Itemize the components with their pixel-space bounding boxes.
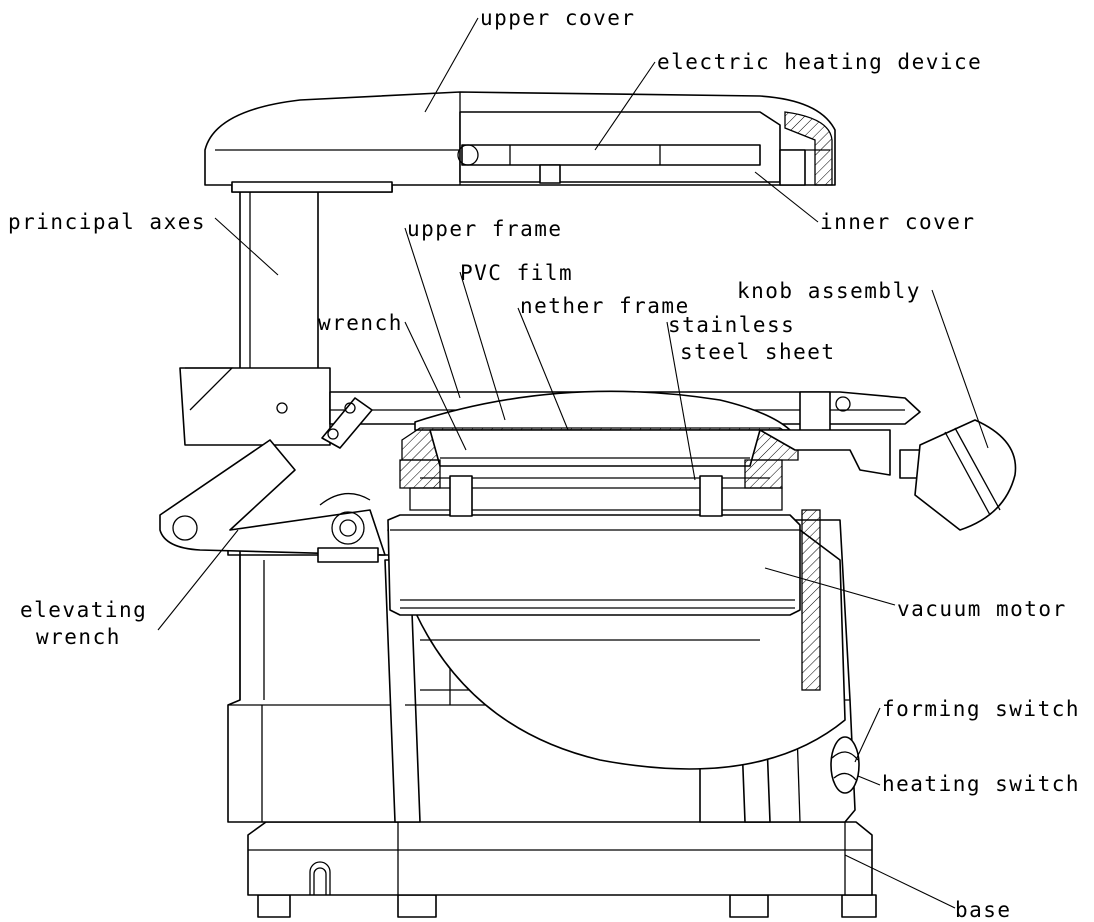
label-forming-switch: forming switch — [882, 697, 1080, 721]
label-upper-cover: upper cover — [480, 6, 636, 30]
label-wrench: wrench — [318, 311, 403, 335]
leader-heating-switch — [857, 775, 881, 786]
label-electric-heating-device: electric heating device — [657, 50, 982, 74]
switches-part — [830, 736, 860, 794]
vacuum-motor-part — [387, 514, 801, 616]
label-knob-assembly: knob assembly — [737, 279, 921, 303]
leader-principal-axes — [214, 217, 279, 276]
label-elevating-wrench: wrench — [36, 625, 121, 649]
label-inner-cover: inner cover — [820, 210, 976, 234]
leader-electric-heating — [594, 61, 656, 151]
leader-elevating-wrench — [157, 529, 239, 631]
label-pvc-film: PVC film — [460, 261, 573, 285]
leader-inner-cover — [754, 171, 819, 223]
labels: upper cover electric heating device inne… — [8, 6, 1080, 922]
knob-assembly-part — [899, 419, 1017, 531]
label-elevating: elevating — [20, 598, 147, 622]
leader-lines — [157, 17, 989, 909]
label-nether-frame: nether frame — [520, 294, 690, 318]
label-vacuum-motor: vacuum motor — [897, 597, 1067, 621]
label-base: base — [955, 898, 1012, 922]
leader-knob-assembly — [931, 289, 989, 449]
leader-upper-frame — [404, 227, 461, 399]
label-upper-frame: upper frame — [407, 217, 563, 241]
wrench-part — [159, 439, 386, 563]
leader-pvc-film — [459, 271, 506, 421]
upper-cover-part — [204, 91, 836, 193]
leader-vacuum-motor — [764, 567, 896, 606]
base-part — [247, 821, 877, 918]
label-heating-switch: heating switch — [882, 772, 1080, 796]
label-steel-sheet: steel sheet — [680, 340, 836, 364]
leader-stainless-steel — [666, 321, 696, 481]
leader-wrench — [404, 321, 467, 451]
label-stainless: stainless — [668, 313, 795, 337]
frame-assembly — [179, 367, 921, 691]
leader-forming-switch — [854, 707, 881, 763]
leader-upper-cover — [424, 17, 479, 113]
principal-axes-part — [231, 177, 393, 376]
label-principal-axes: principal axes — [8, 210, 206, 234]
leader-base — [844, 854, 956, 909]
leader-nether-frame — [517, 307, 569, 431]
